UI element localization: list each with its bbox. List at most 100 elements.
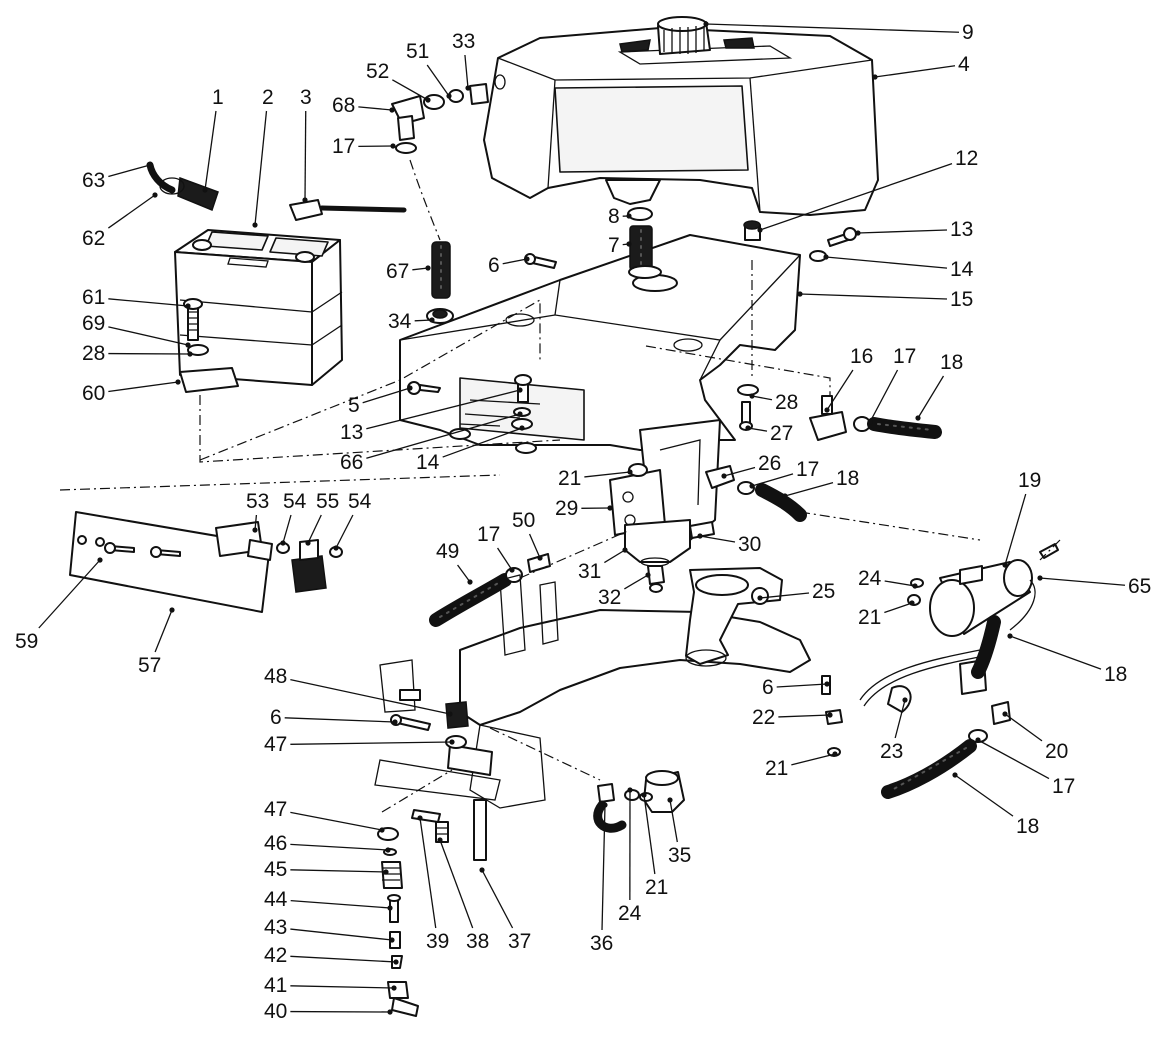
leader-line	[362, 387, 411, 404]
leader-line	[108, 298, 189, 307]
leader-line	[759, 162, 953, 231]
leader-dot	[645, 572, 651, 578]
leader-dot	[519, 425, 525, 431]
leader-line	[669, 799, 678, 843]
part-number-label: 41	[264, 974, 287, 997]
leader-line	[335, 514, 354, 549]
leader-line	[290, 741, 453, 745]
callout-16: 16	[824, 345, 873, 413]
callout-14: 14	[416, 425, 525, 474]
callout-50: 50	[512, 509, 543, 561]
callout-54: 54	[280, 490, 307, 546]
callout-20: 20	[1002, 711, 1068, 763]
leader-dot	[823, 254, 829, 260]
leader-dot	[902, 697, 908, 703]
callout-17: 17	[477, 523, 515, 573]
part-number-label: 15	[950, 288, 973, 311]
callout-55: 55	[305, 490, 339, 546]
leader-dot	[390, 143, 396, 149]
part-number-label: 40	[264, 1000, 287, 1023]
part-number-label: 69	[82, 312, 105, 335]
leader-dot	[703, 21, 709, 27]
part-number-label: 18	[940, 351, 963, 374]
part-number-label: 18	[836, 467, 859, 490]
part-number-label: 25	[812, 580, 835, 603]
leader-dot	[757, 227, 763, 233]
bracket-fittings	[628, 463, 807, 539]
part-number-label: 62	[82, 227, 105, 250]
leader-dot	[387, 905, 393, 911]
leader-line	[442, 427, 523, 458]
part-number-label: 65	[1128, 575, 1151, 598]
callout-17: 17	[867, 345, 916, 425]
part-number-label: 14	[416, 451, 440, 474]
part-number-label: 47	[264, 733, 287, 756]
fuel-tee-right	[809, 395, 942, 441]
part-number-label: 8	[608, 205, 620, 228]
callout-59: 59	[15, 557, 103, 653]
part-number-label: 9	[962, 21, 974, 44]
leader-dot	[252, 527, 258, 533]
leader-line	[108, 326, 189, 346]
leader-dot	[1007, 633, 1013, 639]
part-number-label: 19	[1018, 469, 1041, 492]
part-number-label: 23	[880, 740, 903, 763]
part-number-label: 47	[264, 798, 287, 821]
leader-dot	[824, 407, 830, 413]
leader-dot	[909, 600, 915, 606]
part-number-label: 22	[752, 706, 775, 729]
part-number-label: 13	[340, 421, 363, 444]
part-number-label: 21	[645, 876, 668, 899]
leader-dot	[509, 567, 515, 573]
leader-line	[38, 559, 101, 629]
leader-dot	[517, 387, 523, 393]
leader-dot	[417, 815, 423, 821]
part-number-label: 4	[958, 53, 970, 76]
fuel-pump	[907, 543, 1059, 637]
part-number-label: 54	[348, 490, 372, 513]
leader-dot	[407, 385, 413, 391]
callout-3: 3	[300, 86, 312, 203]
part-number-label: 24	[618, 902, 642, 925]
leader-dot	[305, 540, 311, 546]
leader-line	[751, 473, 794, 487]
leader-line	[624, 574, 649, 590]
part-number-label: 14	[950, 258, 974, 281]
part-number-label: 66	[340, 451, 363, 474]
callout-1: 1	[202, 86, 224, 193]
leader-line	[1004, 713, 1043, 742]
leader-line	[751, 395, 773, 401]
callout-18: 18	[1007, 633, 1127, 686]
part-number-label: 17	[332, 135, 355, 158]
leader-dot	[479, 867, 485, 873]
leader-dot	[280, 540, 286, 546]
callout-22: 22	[752, 706, 833, 729]
leader-dot	[667, 797, 673, 803]
part-number-label: 51	[406, 40, 429, 63]
leader-line	[776, 683, 828, 688]
leader-line	[584, 471, 631, 478]
leader-dot	[757, 595, 763, 601]
part-number-label: 50	[512, 509, 535, 532]
callout-32: 32	[598, 572, 651, 609]
leader-line	[604, 549, 626, 564]
leader-line	[723, 466, 756, 477]
callout-18: 18	[952, 772, 1039, 838]
part-number-label: 49	[436, 540, 459, 563]
leader-line	[366, 413, 521, 459]
part-number-label: 63	[82, 169, 105, 192]
callout-21: 21	[641, 792, 668, 899]
part-number-label: 67	[386, 260, 409, 283]
part-number-label: 28	[82, 342, 105, 365]
callout-21: 21	[765, 751, 838, 780]
callout-24: 24	[858, 567, 918, 590]
part-number-label: 16	[850, 345, 873, 368]
part-number-label: 26	[758, 452, 781, 475]
leader-dot	[387, 1009, 393, 1015]
leader-dot	[169, 607, 175, 613]
leader-line	[290, 679, 451, 715]
callout-33: 33	[452, 30, 475, 91]
leader-line	[884, 602, 913, 614]
callout-13: 13	[855, 218, 973, 241]
leader-line	[869, 369, 899, 423]
